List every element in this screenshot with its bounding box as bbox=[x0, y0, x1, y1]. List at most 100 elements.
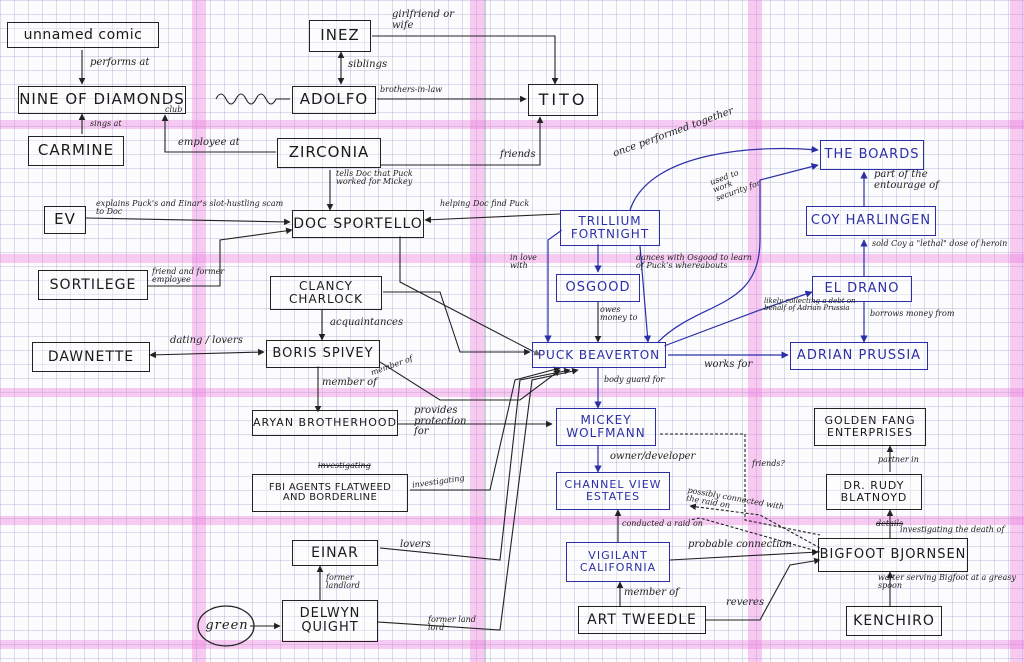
label-conducted-raid: conducted a raid on bbox=[622, 519, 703, 528]
label-sings-at: sings at bbox=[90, 119, 122, 128]
edge-einar-puck bbox=[379, 367, 571, 561]
node-sortilege[interactable]: SORTILEGE bbox=[38, 270, 148, 300]
node-osgood[interactable]: OSGOOD bbox=[556, 274, 640, 302]
label-tells-doc: tells Doc that Puck worked for Mickey bbox=[336, 169, 413, 187]
node-boris-spivey[interactable]: BORIS SPIVEY bbox=[266, 340, 380, 368]
edge-inez-tito bbox=[372, 35, 559, 85]
label-likely-collecting: likely collecting a debt on behalf of Ad… bbox=[764, 297, 856, 313]
label-probable-connection: probable connection bbox=[688, 539, 792, 550]
label-member-of-vigilant: member of bbox=[624, 587, 679, 598]
edge-zirconia-tito bbox=[381, 116, 544, 166]
node-doc-sportello[interactable]: DOC SPORTELLO bbox=[292, 210, 424, 238]
edge-boris-puck bbox=[379, 361, 561, 401]
label-friends: friends bbox=[500, 149, 536, 160]
pink-band-vertical bbox=[192, 0, 206, 662]
edge-puck-boards bbox=[657, 163, 819, 343]
label-body-guard: body guard for bbox=[604, 375, 665, 384]
node-fbi-agents[interactable]: FBI AGENTS FLATWEED AND BORDERLINE bbox=[252, 474, 408, 512]
node-unnamed-comic[interactable]: unnamed comic bbox=[7, 22, 159, 48]
node-nine-of-diamonds[interactable]: NINE OF DIAMONDS bbox=[18, 86, 186, 114]
nine-of-diamonds-label: NINE OF DIAMONDS bbox=[19, 90, 185, 109]
pink-band-horizontal bbox=[0, 120, 1024, 129]
node-mickey-wolfmann[interactable]: MICKEY WOLFMANN bbox=[556, 408, 656, 446]
node-puck-beaverton[interactable]: PUCK BEAVERTON bbox=[532, 342, 666, 368]
label-performs-at: performs at bbox=[90, 57, 150, 68]
label-friends-q: friends? bbox=[752, 459, 785, 468]
node-einar[interactable]: EINAR bbox=[292, 540, 378, 566]
label-waiter-serving: waiter serving Bigfoot at a greasy spoon bbox=[878, 573, 1016, 591]
node-zirconia[interactable]: ZIRCONIA bbox=[277, 138, 381, 168]
label-works-for: works for bbox=[704, 359, 753, 370]
label-investigating-struck: investigating bbox=[318, 461, 371, 470]
node-adolfo[interactable]: ADOLFO bbox=[292, 86, 376, 114]
edge-trillium-inlove bbox=[544, 229, 563, 343]
node-the-boards[interactable]: THE BOARDS bbox=[820, 140, 924, 170]
label-former-landlord-einar: former landlord bbox=[326, 573, 360, 591]
node-ev[interactable]: EV bbox=[44, 206, 86, 234]
label-provides-protection: provides protection for bbox=[414, 405, 467, 437]
edge-ev-doc bbox=[85, 217, 291, 226]
edge-trillium-doc bbox=[424, 213, 561, 224]
node-art-tweedle[interactable]: ART TWEEDLE bbox=[578, 606, 706, 634]
edge-bigfoot-raid bbox=[689, 517, 821, 553]
pink-band-vertical bbox=[748, 0, 762, 662]
node-carmine[interactable]: CARMINE bbox=[28, 136, 124, 166]
pink-band-horizontal bbox=[0, 640, 1024, 649]
label-reveres: reveres bbox=[726, 597, 765, 608]
node-tito[interactable]: TITO bbox=[528, 84, 598, 116]
label-former-landlord-puck: former land lord bbox=[428, 615, 476, 633]
edge-mickey-bigfoot bbox=[660, 433, 821, 536]
label-struck-details: details bbox=[876, 519, 904, 528]
node-channel-view-estates[interactable]: CHANNEL VIEW ESTATES bbox=[556, 472, 670, 510]
edge-dawnette-boris bbox=[149, 348, 265, 359]
label-member-of-ab: member of bbox=[322, 377, 377, 388]
green-circle bbox=[197, 605, 255, 647]
label-partner-in: partner in bbox=[878, 455, 919, 464]
label-dances-with: dances with Osgood to learn of Puck's wh… bbox=[636, 253, 752, 271]
edge-squiggle bbox=[215, 93, 290, 105]
label-sold-coy: sold Coy a "lethal" dose of heroin bbox=[872, 239, 1008, 248]
node-trillium-fortnight[interactable]: TRILLIUM FORTNIGHT bbox=[560, 210, 660, 246]
edge-bigfoot-channel bbox=[689, 503, 821, 549]
node-bigfoot-bjornsen[interactable]: BIGFOOT BJORNSEN bbox=[818, 538, 968, 572]
node-golden-fang[interactable]: GOLDEN FANG ENTERPRISES bbox=[814, 408, 926, 446]
node-inez[interactable]: INEZ bbox=[309, 20, 371, 52]
label-friend-former: friend and former employee bbox=[152, 267, 225, 285]
label-part-of-entourage: part of the entourage of bbox=[874, 169, 939, 191]
pink-band-horizontal bbox=[0, 254, 1024, 263]
node-vigilant-california[interactable]: VIGILANT CALIFORNIA bbox=[566, 542, 670, 582]
edge-zirconia-nine bbox=[161, 114, 276, 153]
node-dr-rudy-blatnoyd[interactable]: DR. RUDY BLATNOYD bbox=[826, 474, 922, 510]
label-girlfriend-or-wife: girlfriend or wife bbox=[392, 9, 454, 31]
label-acquaintances: acquaintances bbox=[330, 317, 404, 328]
node-green[interactable]: green bbox=[205, 618, 249, 634]
edge-vigilant-bigfoot bbox=[669, 549, 819, 561]
pink-band-horizontal bbox=[0, 516, 1024, 525]
node-aryan-brotherhood[interactable]: ARYAN BROTHERHOOD bbox=[252, 410, 398, 436]
edge-doc-puck bbox=[399, 236, 541, 356]
node-delwyn-quight[interactable]: DELWYN QUIGHT bbox=[282, 600, 378, 642]
node-el-drano[interactable]: EL DRANO bbox=[812, 276, 912, 302]
label-brothers-in-law: brothers-in-law bbox=[380, 85, 443, 94]
label-dating-lovers: dating / lovers bbox=[170, 335, 243, 346]
node-clancy-charlock[interactable]: CLANCY CHARLOCK bbox=[270, 276, 382, 310]
label-investigating-death: investigating the death of bbox=[900, 525, 1005, 534]
label-owes-money: owes money to bbox=[600, 305, 638, 323]
edge-sortilege-doc bbox=[148, 227, 293, 287]
node-kenchiro[interactable]: KENCHIRO bbox=[846, 606, 942, 636]
label-lovers: lovers bbox=[400, 539, 431, 550]
label-siblings: siblings bbox=[348, 59, 388, 70]
edge-delwyn-puck bbox=[377, 368, 579, 631]
label-in-love-with: in love with bbox=[510, 253, 537, 271]
node-adrian-prussia[interactable]: ADRIAN PRUSSIA bbox=[790, 342, 928, 370]
node-dawnette[interactable]: DAWNETTE bbox=[32, 342, 150, 372]
node-coy-harlingen[interactable]: COY HARLINGEN bbox=[806, 206, 936, 236]
notebook-fold bbox=[484, 0, 486, 662]
edge-trillium-puck bbox=[639, 245, 652, 343]
label-helping-doc: helping Doc find Puck bbox=[440, 199, 530, 208]
label-borrows-money: borrows money from bbox=[870, 309, 955, 318]
edge-puck-eldrano bbox=[663, 290, 813, 347]
label-owner-developer: owner/developer bbox=[610, 451, 696, 462]
